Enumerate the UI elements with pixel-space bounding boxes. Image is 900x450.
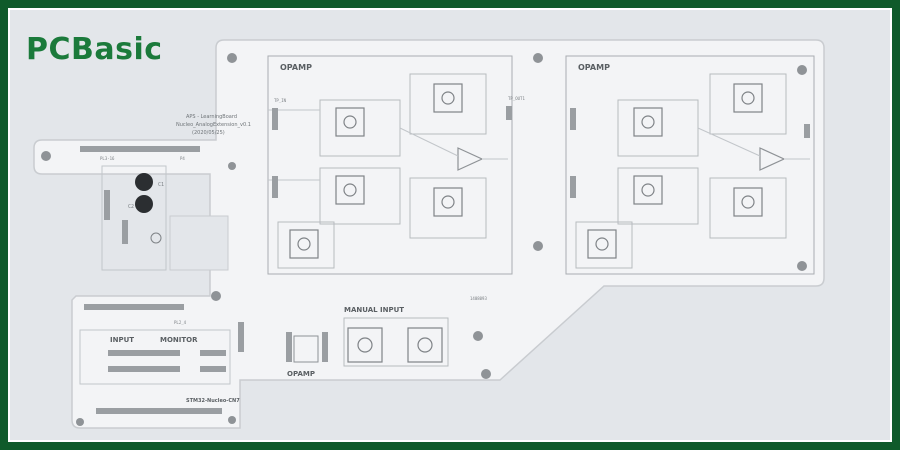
label-serial: 1408093 xyxy=(470,296,487,301)
label-c2: C2 xyxy=(128,204,134,210)
label-p4: P4 xyxy=(180,156,185,161)
board-name-line1: APS - LearningBoard xyxy=(186,114,237,120)
pcb-board-illustration: APS - LearningBoard Nucleo_AnalogExtensi… xyxy=(33,39,825,429)
label-manual-input: MANUAL INPUT xyxy=(344,306,404,314)
label-pl3: PL3-16 xyxy=(100,156,115,161)
label-monitor: MONITOR xyxy=(160,336,198,344)
label-opamp-right: OPAMP xyxy=(578,63,610,72)
label-opamp-left: OPAMP xyxy=(280,63,312,72)
label-c1: C1 xyxy=(158,182,164,188)
label-tp-out: TP_OUT1 xyxy=(508,96,525,101)
label-opamp-bottom: OPAMP xyxy=(287,370,315,378)
pcb-photo: APS - LearningBoard Nucleo_AnalogExtensi… xyxy=(8,8,892,442)
opamp-block-right xyxy=(565,55,815,275)
pin-headers xyxy=(80,106,810,414)
label-tp-in: TP_IN xyxy=(274,98,287,103)
label-input: INPUT xyxy=(110,336,134,344)
trimmer-potentiometers xyxy=(289,83,763,363)
label-nucleo: STM32-Nucleo-CN7 xyxy=(186,398,240,404)
board-name-line2: Nucleo_AnalogExtension_v0.1 xyxy=(176,122,251,128)
pcb-outline xyxy=(33,39,825,429)
board-cutout xyxy=(169,215,229,271)
mounting-holes xyxy=(41,53,807,426)
label-pl2: PL2_4 xyxy=(174,320,187,325)
capacitors xyxy=(135,173,162,244)
opamp-block-left xyxy=(267,55,513,275)
dip-footprint xyxy=(293,335,319,363)
board-date: (2020/05/25) xyxy=(192,130,225,136)
brand-logo: PCBasic xyxy=(26,32,163,67)
